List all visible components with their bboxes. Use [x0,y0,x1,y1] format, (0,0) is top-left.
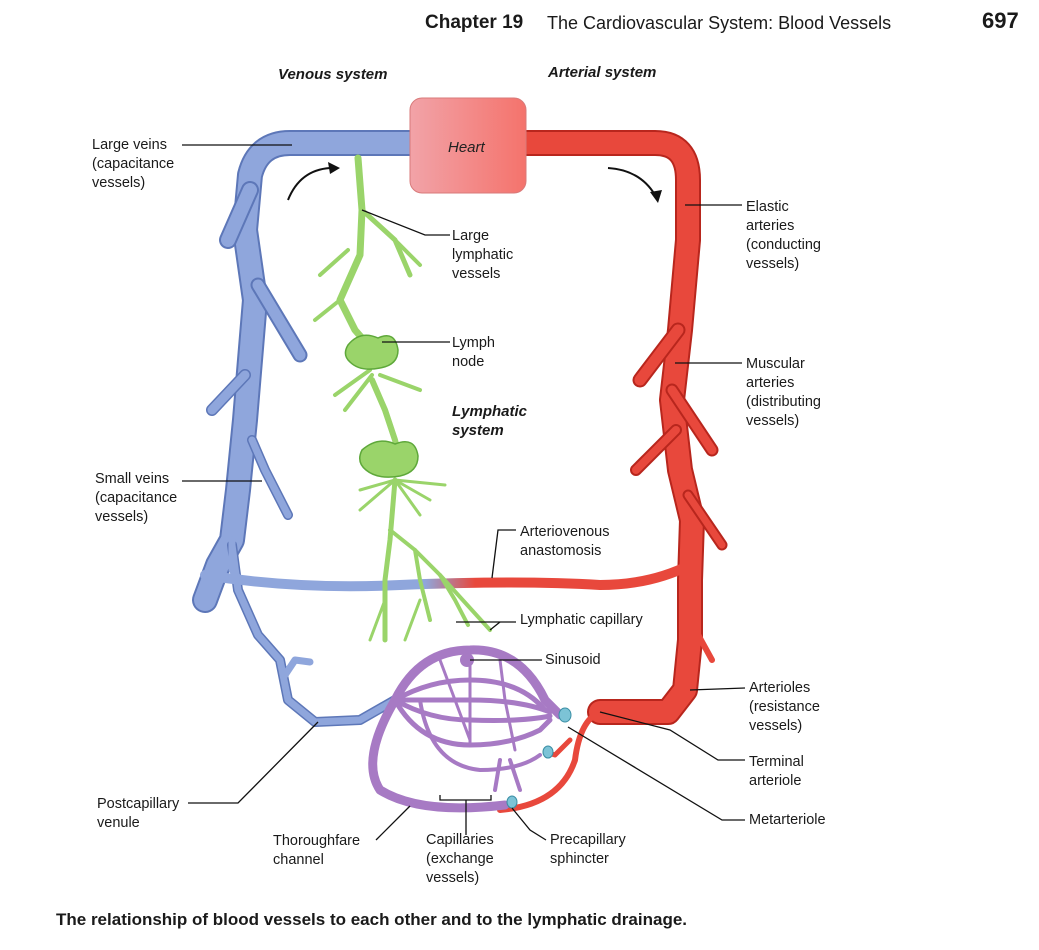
label-large-veins: Large veins (capacitance vessels) [92,137,175,191]
label-lymph-node: Lymph node [452,335,495,370]
heart-label: Heart [448,139,485,156]
label-terminal-arteriole: Terminal arteriole [749,754,804,789]
label-arteriovenous-anastomosis: Arteriovenous anastomosis [520,524,610,559]
arterial-system-title: Arterial system [548,64,657,81]
label-thoroughfare-channel: Thoroughfare channel [273,833,361,868]
label-sinusoid: Sinusoid [545,652,601,668]
capillary-bed [368,645,565,813]
lymph-nodes [344,334,419,478]
label-small-veins: Small veins (capacitance vessels) [95,471,178,525]
leader-lines [182,144,746,841]
figure-caption: The relationship of blood vessels to eac… [56,910,688,929]
venous-tree [192,130,425,727]
label-lymphatic-capillary: Lymphatic capillary [520,612,643,628]
label-metarteriole: Metarteriole [749,812,826,828]
precapillary-sphincters [506,707,572,809]
label-arterioles: Arterioles (resistance vessels) [749,680,820,734]
arterial-tree [497,130,728,813]
venous-system-title: Venous system [278,66,388,83]
label-capillaries: Capillaries (exchange vessels) [426,832,494,886]
lymphatic-system-title: Lymphatic system [452,403,528,439]
chapter-title: The Cardiovascular System: Blood Vessels [547,13,892,33]
heart-shape [409,97,527,194]
label-elastic-arteries: Elastic arteries (conducting vessels) [746,199,821,272]
flow-arrows [287,167,656,201]
page-number: 697 [982,8,1019,33]
label-precapillary-sphincter: Precapillary sphincter [550,832,626,867]
chapter-number: Chapter 19 [425,12,524,33]
label-muscular-arteries: Muscular arteries (distributing vessels) [746,356,821,429]
label-postcapillary-venule: Postcapillary venule [97,796,180,831]
label-large-lymphatic-vessels: Large lymphatic vessels [452,228,514,282]
